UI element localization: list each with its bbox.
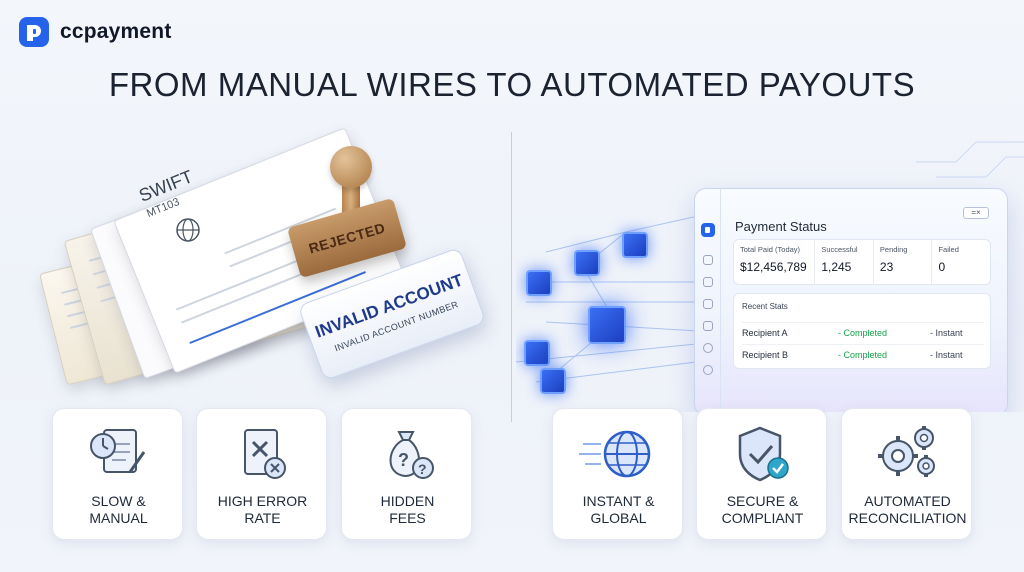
stat-pending: Pending 23 (874, 240, 933, 284)
shield-check-icon (738, 426, 789, 482)
globe-icon (578, 430, 650, 478)
card-label: SLOW &MANUAL (89, 493, 148, 526)
network-node-icon (524, 340, 550, 366)
stamp-knob (330, 146, 372, 188)
grid-icon[interactable] (703, 255, 713, 265)
stat-total-paid: Total Paid (Today) $12,456,789 (734, 240, 816, 284)
gears-icon (877, 426, 935, 477)
settings-icon[interactable] (703, 365, 713, 375)
page-headline: FROM MANUAL WIRES TO AUTOMATED PAYOUTS (108, 66, 916, 103)
error-document-icon (243, 429, 286, 479)
users-icon[interactable] (703, 299, 713, 309)
network-node-icon (540, 368, 566, 394)
table-row[interactable]: Recipient A - Completed - Instant (742, 322, 984, 342)
payment-status: - Completed (838, 327, 888, 338)
manual-wire-illustration: SWIFT MT103 REJECTED INVALID ACCOUNT INV… (39, 127, 490, 388)
stat-failed: Failed 0 (938, 245, 959, 274)
svg-text:?: ? (418, 461, 427, 477)
card-label: SECURE &COMPLIANT (721, 493, 804, 526)
send-icon[interactable] (703, 277, 713, 287)
section-divider (511, 132, 512, 422)
money-bag-question-icon: ? ? (389, 431, 434, 479)
stats-summary: Total Paid (Today) $12,456,789 Successfu… (733, 239, 991, 285)
payment-status-dashboard: =× Payment Status Total Paid (Today) $12… (694, 188, 1008, 412)
network-hub-icon (588, 306, 626, 344)
svg-text:?: ? (398, 450, 409, 470)
shield-icon[interactable] (703, 343, 713, 353)
recent-stats-title: Recent Stats (742, 302, 788, 311)
network-node-icon (574, 250, 600, 276)
payment-speed: - Instant (930, 349, 963, 360)
network-node-icon (622, 232, 648, 258)
recipient-name: Recipient B (742, 349, 789, 360)
card-slow-manual: SLOW &MANUAL (52, 408, 183, 540)
ccpayment-logo-icon (19, 17, 49, 47)
clock-document-icon (89, 429, 145, 473)
card-secure-compliant: SECURE &COMPLIANT (696, 408, 827, 540)
card-instant-global: INSTANT &GLOBAL (552, 408, 683, 540)
stamp-text: REJECTED (306, 219, 388, 257)
payment-speed: - Instant (930, 327, 963, 338)
recent-stats-panel: Recent Stats Recipient A - Completed - I… (733, 293, 991, 369)
automated-payout-illustration: =× Payment Status Total Paid (Today) $12… (516, 132, 1024, 412)
chart-icon[interactable] (703, 321, 713, 331)
payment-status: - Completed (838, 349, 888, 360)
app-logo-icon (701, 223, 715, 237)
card-label: INSTANT &GLOBAL (582, 493, 655, 526)
table-row[interactable]: Recipient B - Completed - Instant (742, 344, 984, 364)
dashboard-title: Payment Status (735, 219, 827, 234)
window-control-button[interactable]: =× (963, 207, 989, 219)
brand-name: ccpayment (60, 20, 172, 43)
recipient-name: Recipient A (742, 327, 788, 338)
brand[interactable]: ccpayment (18, 16, 172, 48)
stat-successful: Successful 1,245 (815, 240, 874, 284)
globe-icon (176, 218, 200, 242)
dashboard-sidebar (695, 189, 721, 412)
network-node-icon (526, 270, 552, 296)
